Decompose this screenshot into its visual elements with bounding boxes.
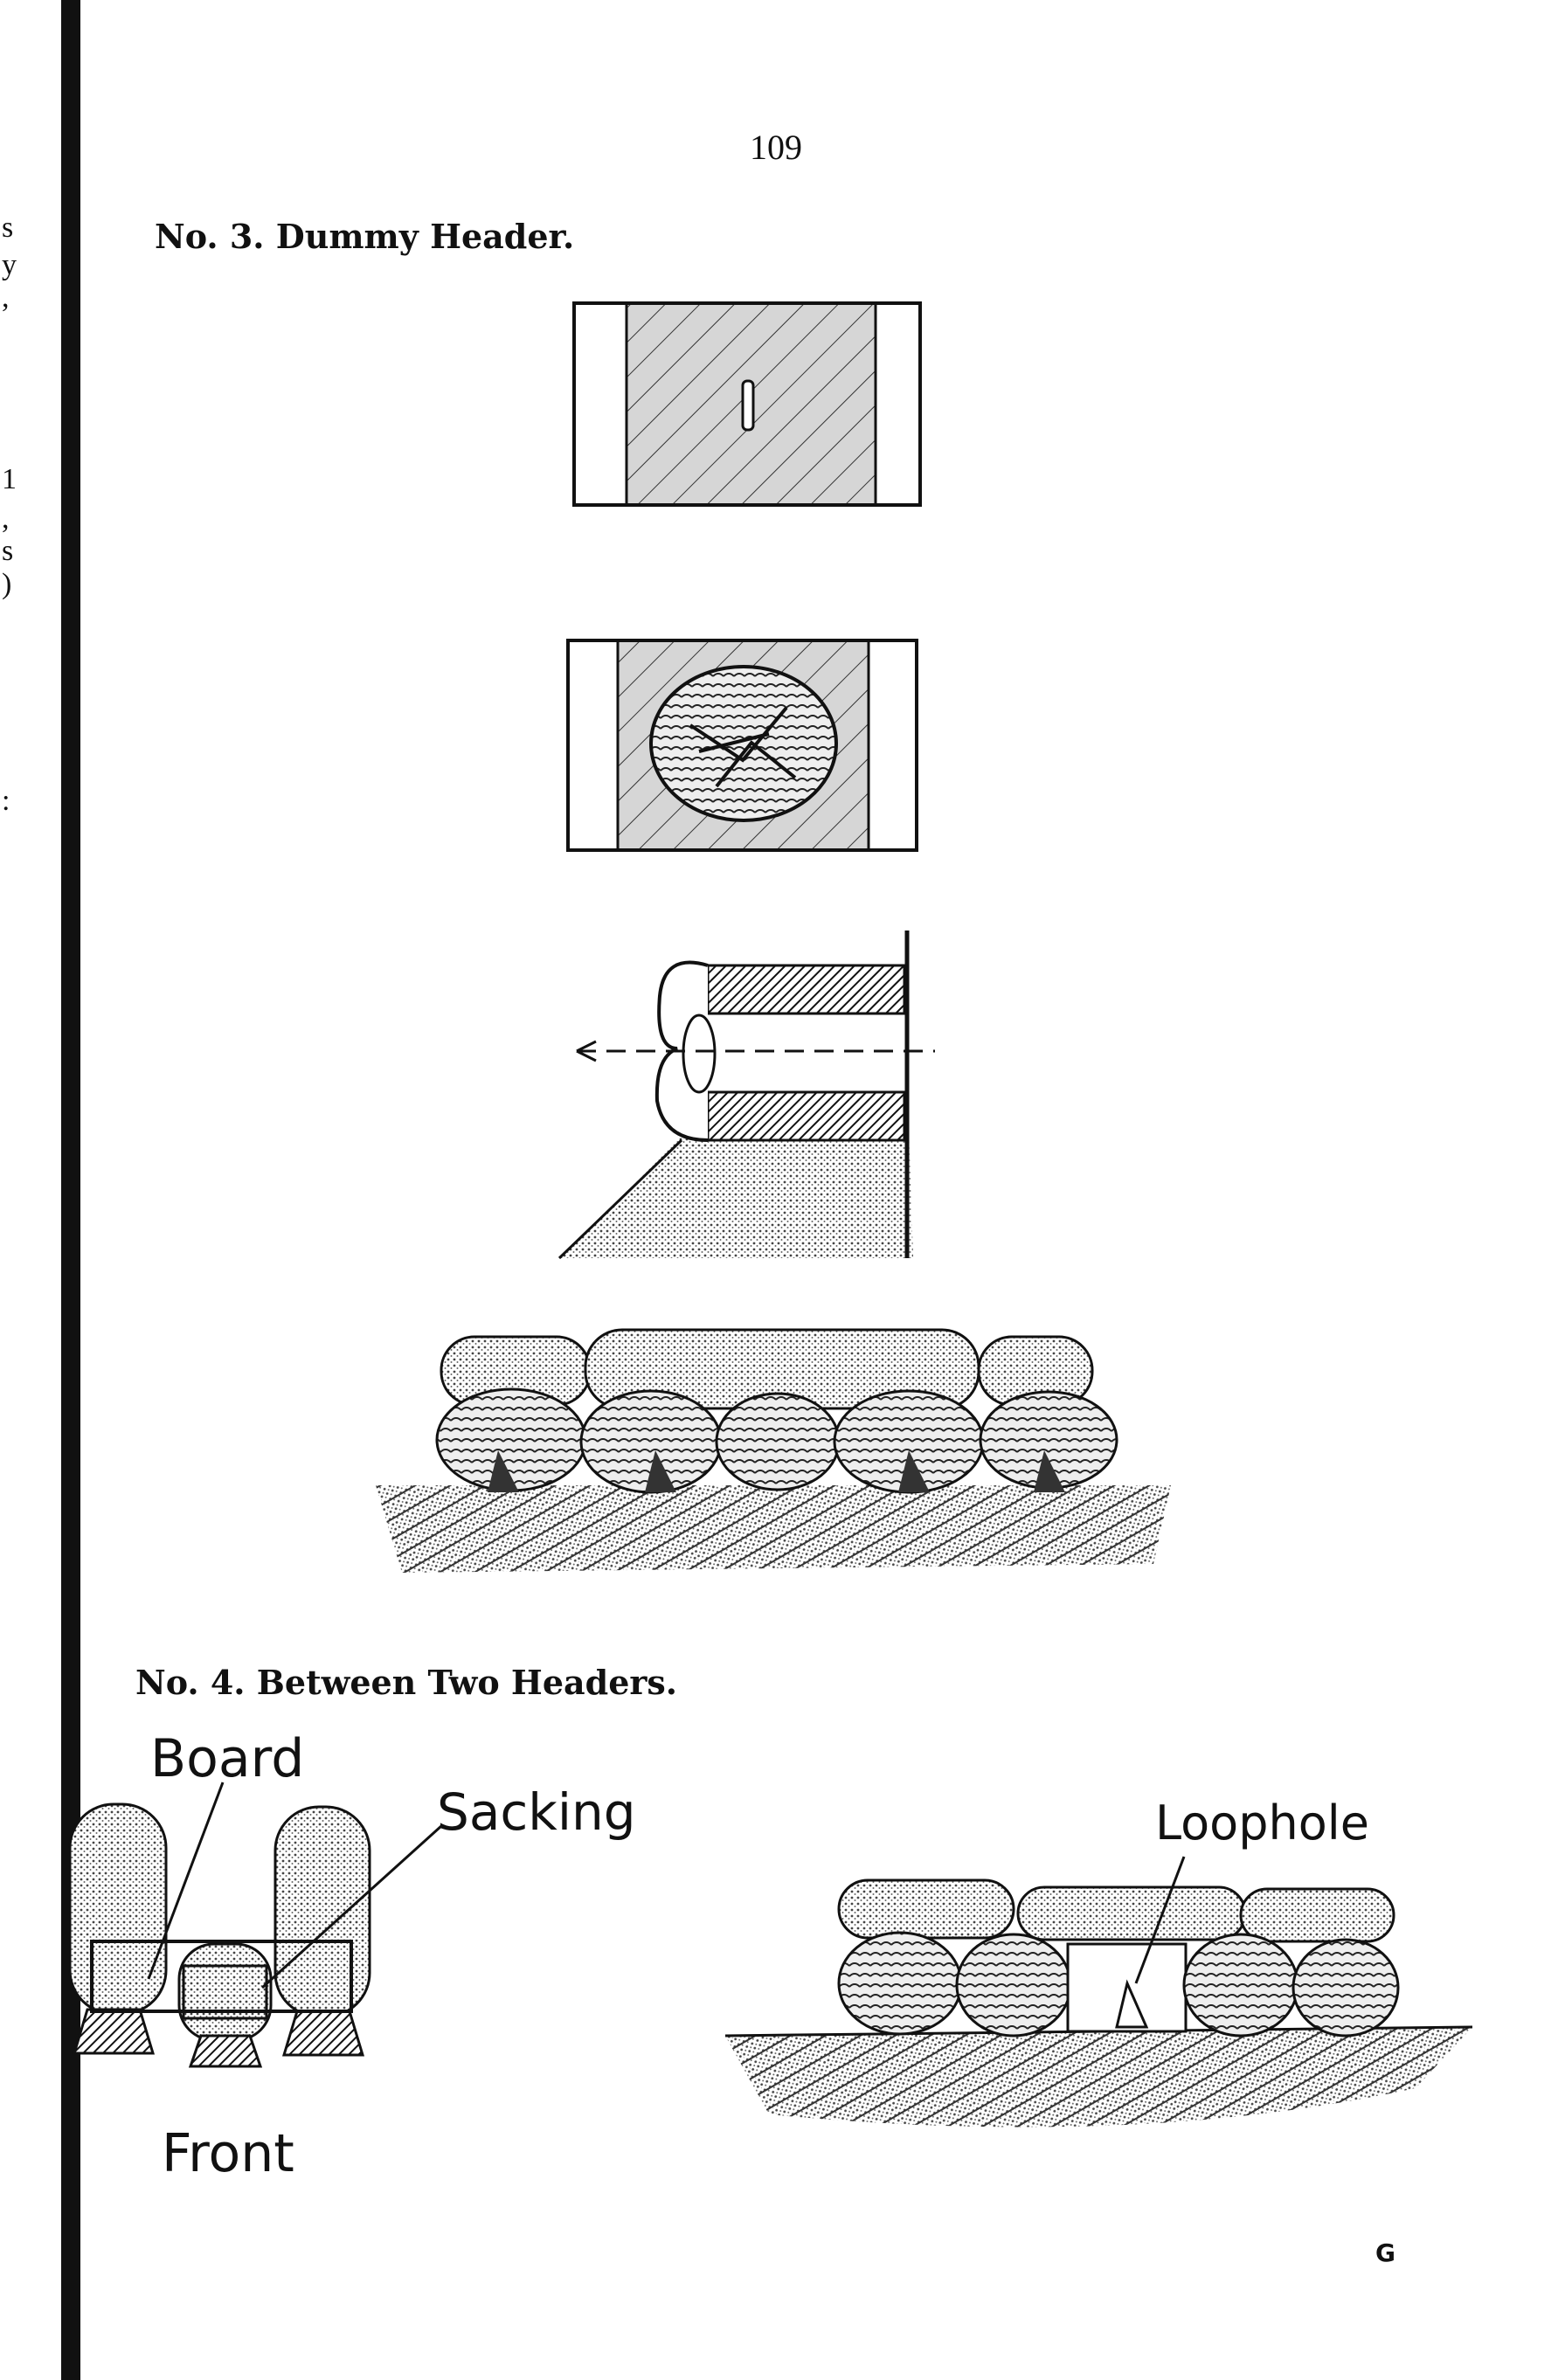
- margin-fragment: ,: [2, 502, 10, 535]
- label-board: Board: [150, 1728, 305, 1789]
- figure-header-section: [557, 931, 935, 1260]
- signature-mark: G: [1375, 2238, 1395, 2267]
- section-heading-between-two-headers: No. 4. Between Two Headers.: [135, 1663, 678, 1702]
- label-front: Front: [162, 2123, 294, 2184]
- page-number: 109: [750, 128, 802, 167]
- label-loophole: Loophole: [1155, 1795, 1369, 1851]
- margin-fragment: s: [2, 535, 14, 567]
- figure-loophole: [724, 1856, 1473, 2127]
- section-heading-dummy-header: No. 3. Dummy Header.: [155, 217, 575, 256]
- margin-fragment: y: [2, 249, 17, 281]
- margin-fragment: ): [2, 568, 12, 600]
- figure-between-headers-plan: [68, 1782, 443, 2068]
- figure-dummy-header-sack: [566, 639, 918, 852]
- figure-dummy-header-parapet: [376, 1328, 1171, 1573]
- margin-fragment: 1: [2, 463, 17, 495]
- binding-edge: [61, 0, 80, 2380]
- figure-dummy-header-front: [572, 301, 922, 507]
- margin-fragment: s: [2, 211, 14, 244]
- margin-fragment: :: [2, 785, 10, 817]
- margin-fragment: ,: [2, 281, 10, 314]
- label-sacking: Sacking: [437, 1782, 636, 1842]
